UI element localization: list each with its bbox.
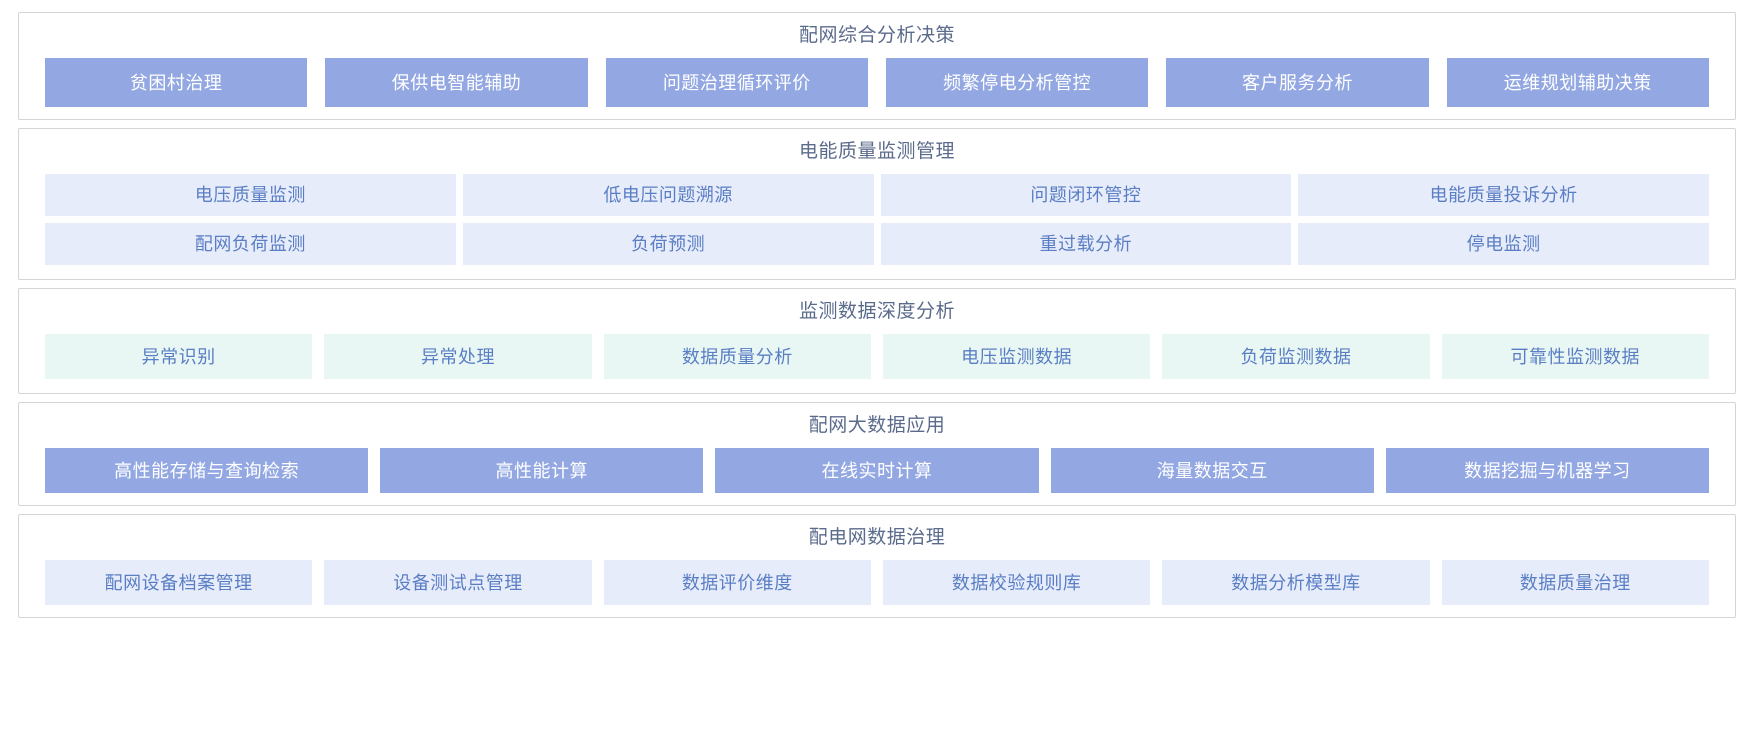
section-panel: 配网综合分析决策贫困村治理保供电智能辅助问题治理循环评价频繁停电分析管控客户服务… xyxy=(18,12,1736,120)
section-panel: 配网大数据应用高性能存储与查询检索高性能计算在线实时计算海量数据交互数据挖掘与机… xyxy=(18,402,1736,506)
module-button[interactable]: 可靠性监测数据 xyxy=(1441,334,1709,379)
module-button[interactable]: 问题闭环管控 xyxy=(880,174,1292,216)
section-item-row: 配网设备档案管理设备测试点管理数据评价维度数据校验规则库数据分析模型库数据质量治… xyxy=(45,560,1709,605)
module-button[interactable]: 运维规划辅助决策 xyxy=(1446,58,1709,107)
module-button[interactable]: 电压监测数据 xyxy=(882,334,1151,379)
section-item-row: 高性能存储与查询检索高性能计算在线实时计算海量数据交互数据挖掘与机器学习 xyxy=(45,448,1710,493)
module-button[interactable]: 电能质量投诉分析 xyxy=(1298,174,1709,216)
module-button[interactable]: 负荷预测 xyxy=(462,223,874,265)
module-button[interactable]: 保供电智能辅助 xyxy=(325,58,588,107)
section-item-row: 异常识别异常处理数据质量分析电压监测数据负荷监测数据可靠性监测数据 xyxy=(45,334,1709,379)
section-panel: 监测数据深度分析异常识别异常处理数据质量分析电压监测数据负荷监测数据可靠性监测数… xyxy=(18,288,1736,394)
section-title: 监测数据深度分析 xyxy=(798,301,955,322)
module-button[interactable]: 问题治理循环评价 xyxy=(605,58,868,107)
module-button[interactable]: 配网负荷监测 xyxy=(45,223,456,265)
module-button[interactable]: 数据分析模型库 xyxy=(1162,560,1430,605)
section-title: 配网大数据应用 xyxy=(808,415,946,436)
module-button[interactable]: 停电监测 xyxy=(1298,223,1709,265)
module-button[interactable]: 频繁停电分析管控 xyxy=(885,58,1149,107)
section-panel: 电能质量监测管理电压质量监测低电压问题溯源问题闭环管控电能质量投诉分析配网负荷监… xyxy=(18,128,1736,280)
module-button[interactable]: 数据质量治理 xyxy=(1441,560,1709,605)
section-item-row: 贫困村治理保供电智能辅助问题治理循环评价频繁停电分析管控客户服务分析运维规划辅助… xyxy=(45,58,1709,107)
section-panel: 配电网数据治理配网设备档案管理设备测试点管理数据评价维度数据校验规则库数据分析模… xyxy=(18,514,1736,618)
module-button[interactable]: 设备测试点管理 xyxy=(324,560,592,605)
module-button[interactable]: 重过载分析 xyxy=(880,223,1292,265)
module-button[interactable]: 异常处理 xyxy=(324,334,592,379)
module-button[interactable]: 数据质量分析 xyxy=(603,334,871,379)
module-button[interactable]: 低电压问题溯源 xyxy=(462,174,874,216)
module-button[interactable]: 数据校验规则库 xyxy=(882,560,1151,605)
module-button[interactable]: 客户服务分析 xyxy=(1166,58,1429,107)
module-button[interactable]: 电压质量监测 xyxy=(45,174,456,216)
module-button[interactable]: 数据挖掘与机器学习 xyxy=(1385,448,1710,493)
module-button[interactable]: 配网设备档案管理 xyxy=(45,560,313,605)
section-title: 配电网数据治理 xyxy=(808,527,946,548)
section-item-row: 配网负荷监测负荷预测重过载分析停电监测 xyxy=(45,223,1709,265)
section-title: 电能质量监测管理 xyxy=(798,141,955,162)
module-button[interactable]: 异常识别 xyxy=(45,334,313,379)
module-button[interactable]: 贫困村治理 xyxy=(45,58,308,107)
section-item-row: 电压质量监测低电压问题溯源问题闭环管控电能质量投诉分析 xyxy=(45,174,1709,216)
module-button[interactable]: 在线实时计算 xyxy=(715,448,1039,493)
module-button[interactable]: 数据评价维度 xyxy=(603,560,871,605)
module-button[interactable]: 高性能存储与查询检索 xyxy=(45,448,369,493)
module-button[interactable]: 高性能计算 xyxy=(380,448,704,493)
module-button[interactable]: 负荷监测数据 xyxy=(1162,334,1430,379)
section-title: 配网综合分析决策 xyxy=(798,25,955,46)
module-button[interactable]: 海量数据交互 xyxy=(1050,448,1374,493)
